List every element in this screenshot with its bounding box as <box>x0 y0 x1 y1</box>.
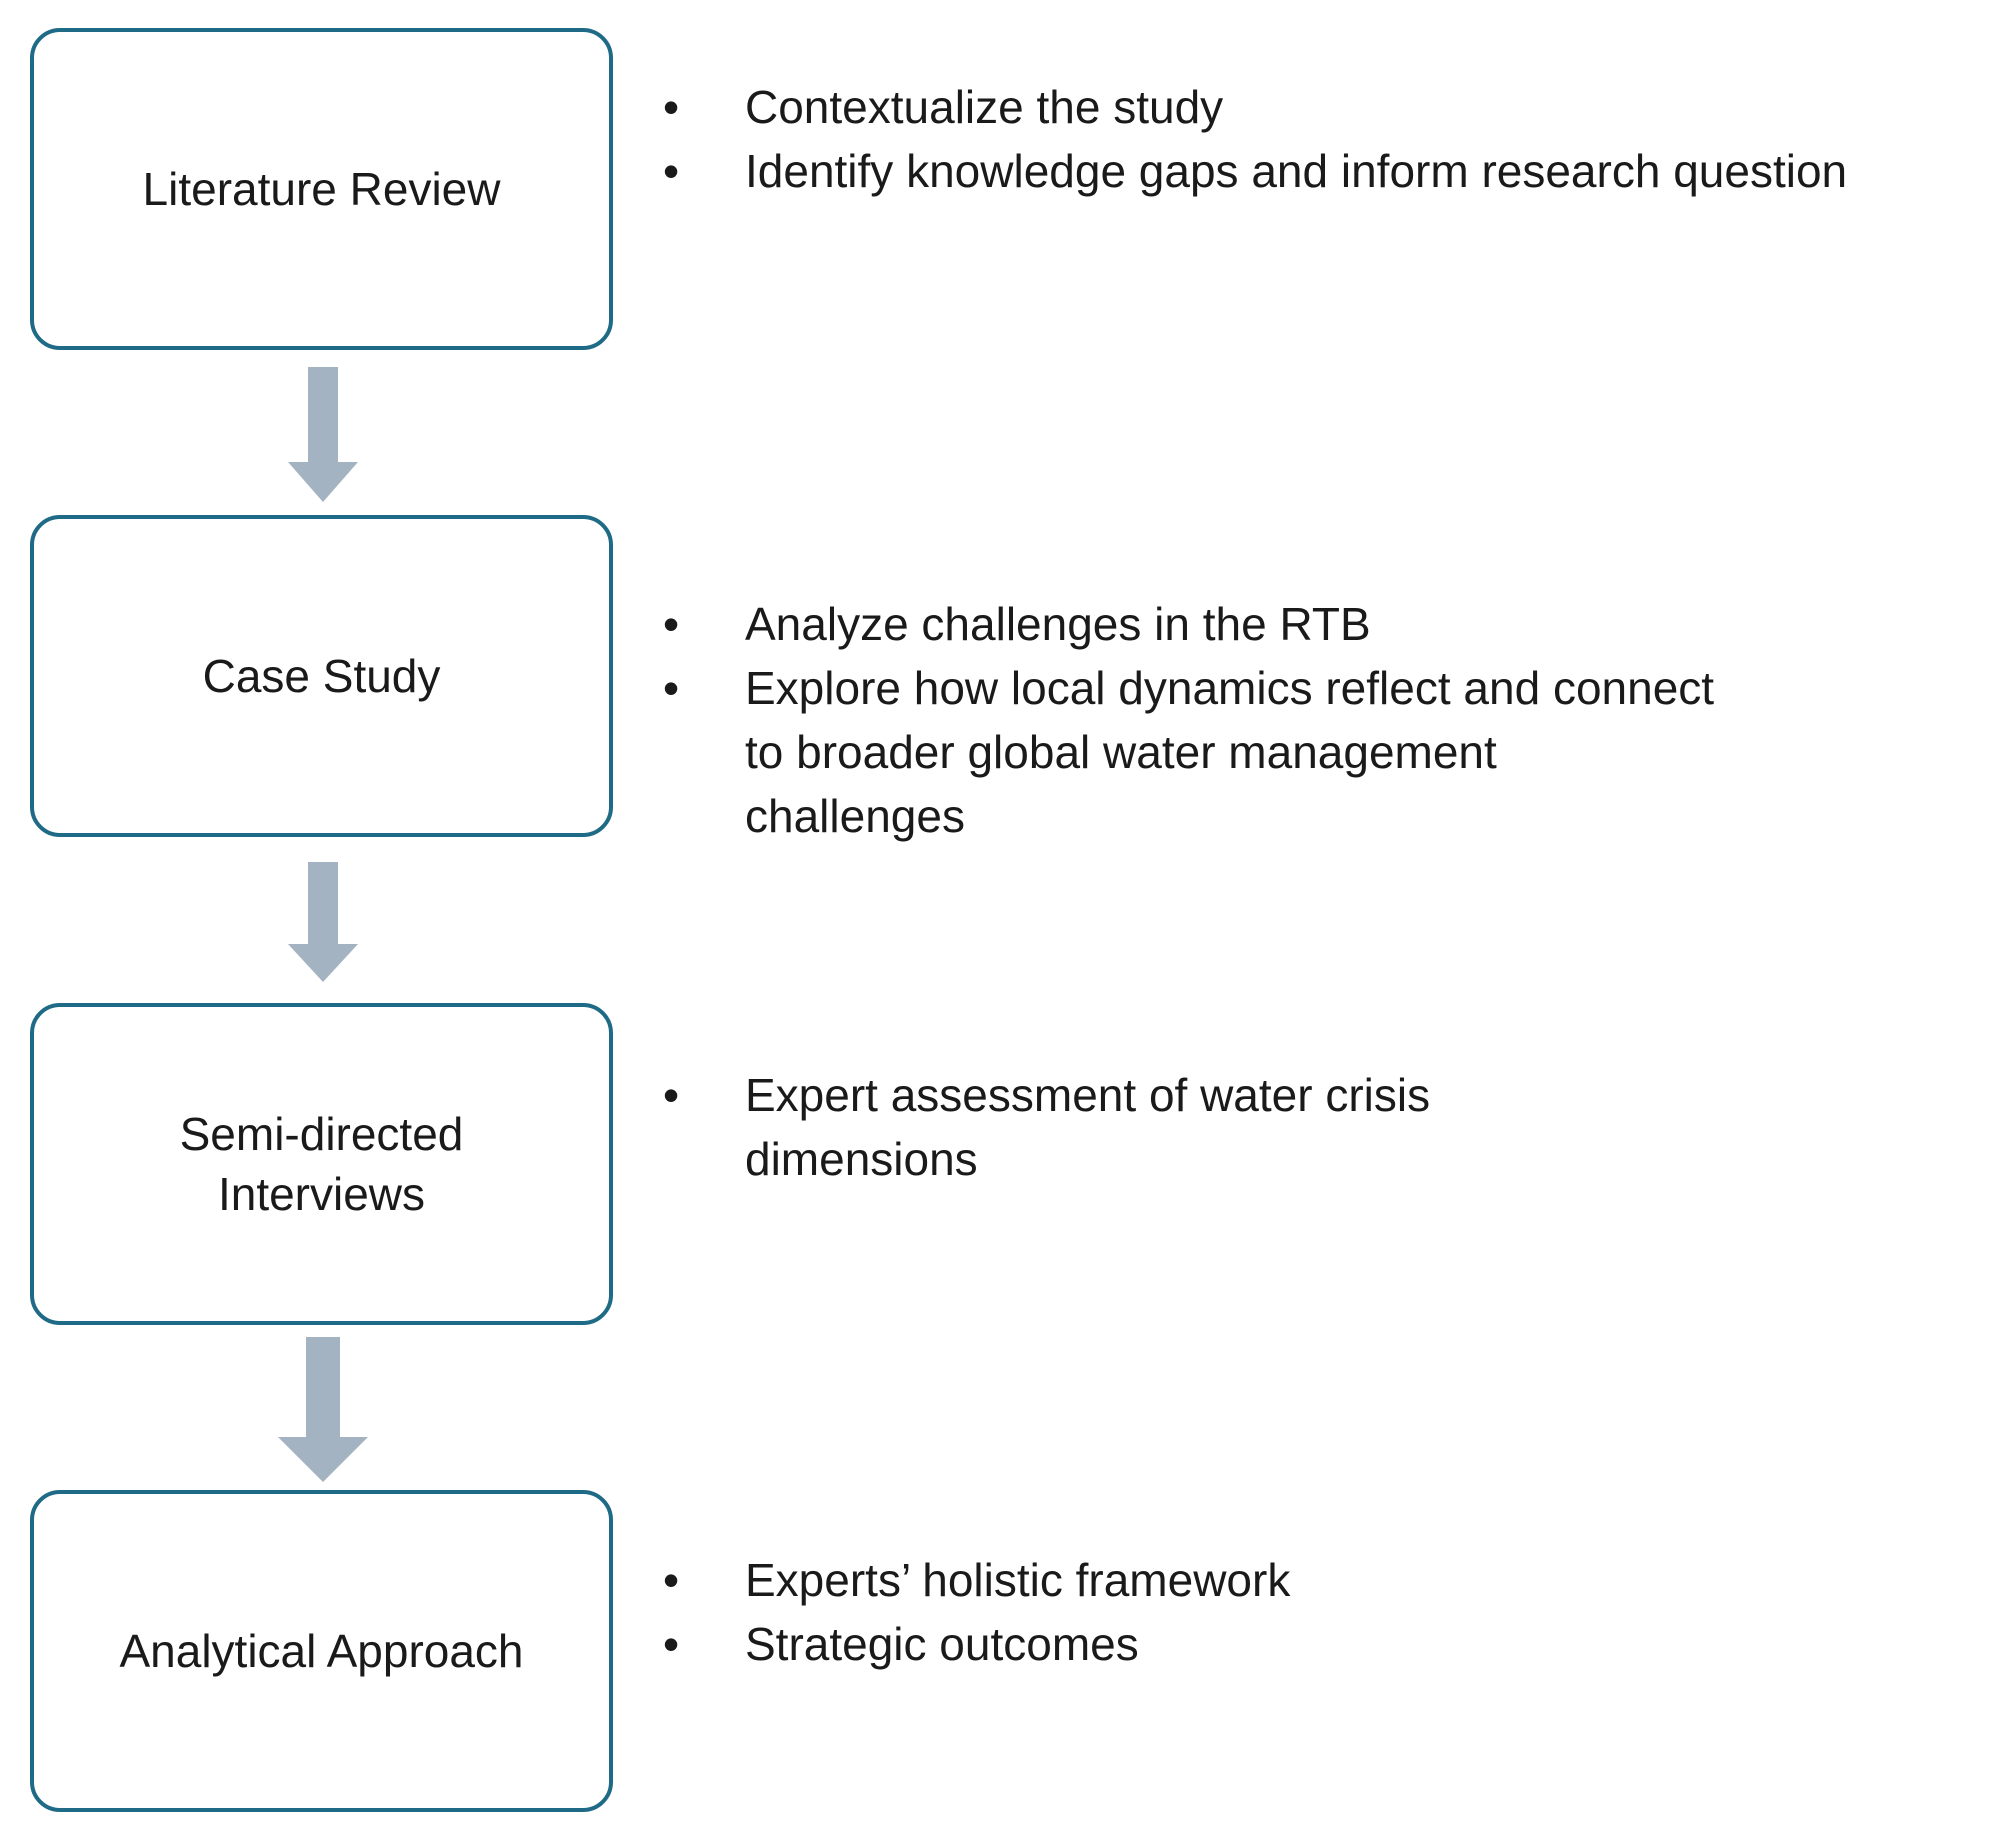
bullet-dot-icon: • <box>663 81 680 133</box>
step-box-analytical-approach: Analytical Approach <box>30 1490 613 1812</box>
bullet-dot-icon: • <box>663 662 680 714</box>
bullet-text: Analyze challenges in the RTB <box>745 598 1371 650</box>
step-bullets-semi-directed-interviews: • Expert assessment of water crisis dimen… <box>655 1063 1655 1191</box>
bullet-dot-icon: • <box>663 1618 680 1670</box>
bullet-item: • Analyze challenges in the RTB <box>655 592 1715 656</box>
step-label: Analytical Approach <box>119 1625 524 1677</box>
bullet-text: Expert assessment of water crisis dimens… <box>745 1069 1431 1185</box>
step-box-literature-review: Literature Review <box>30 28 613 350</box>
step-box-case-study: Case Study <box>30 515 613 837</box>
bullet-dot-icon: • <box>663 1554 680 1606</box>
bullet-item: • Strategic outcomes <box>655 1612 1290 1676</box>
bullet-item: • Expert assessment of water crisis dimen… <box>655 1063 1655 1191</box>
bullet-item: • Contextualize the study <box>655 75 1847 139</box>
step-label: Case Study <box>202 650 441 702</box>
down-arrow-icon <box>288 367 358 502</box>
bullet-text: Identify knowledge gaps and inform resea… <box>745 145 1848 197</box>
bullet-dot-icon: • <box>663 1069 680 1121</box>
bullet-text: Experts’ holistic framework <box>745 1554 1291 1606</box>
bullet-item: • Identify knowledge gaps and inform rese… <box>655 139 1847 203</box>
step-bullets-case-study: • Analyze challenges in the RTB • Explore … <box>655 592 1715 848</box>
step-label: Semi-directed Interviews <box>179 1108 464 1220</box>
bullet-item: • Explore how local dynamics reflect and … <box>655 656 1715 848</box>
bullet-text: Strategic outcomes <box>745 1618 1139 1670</box>
step-bullets-analytical-approach: • Experts’ holistic framework • Strategic … <box>655 1548 1290 1676</box>
step-bullets-literature-review: • Contextualize the study • Identify knowl… <box>655 75 1847 203</box>
bullet-text: Contextualize the study <box>745 81 1224 133</box>
down-arrow-icon <box>278 1337 368 1482</box>
down-arrow-icon <box>288 862 358 982</box>
step-box-semi-directed-interviews: Semi-directed Interviews <box>30 1003 613 1325</box>
bullet-text: Explore how local dynamics reflect and c… <box>745 662 1715 842</box>
bullet-dot-icon: • <box>663 598 680 650</box>
bullet-dot-icon: • <box>663 145 680 197</box>
step-label: Literature Review <box>142 163 501 215</box>
bullet-item: • Experts’ holistic framework <box>655 1548 1290 1612</box>
